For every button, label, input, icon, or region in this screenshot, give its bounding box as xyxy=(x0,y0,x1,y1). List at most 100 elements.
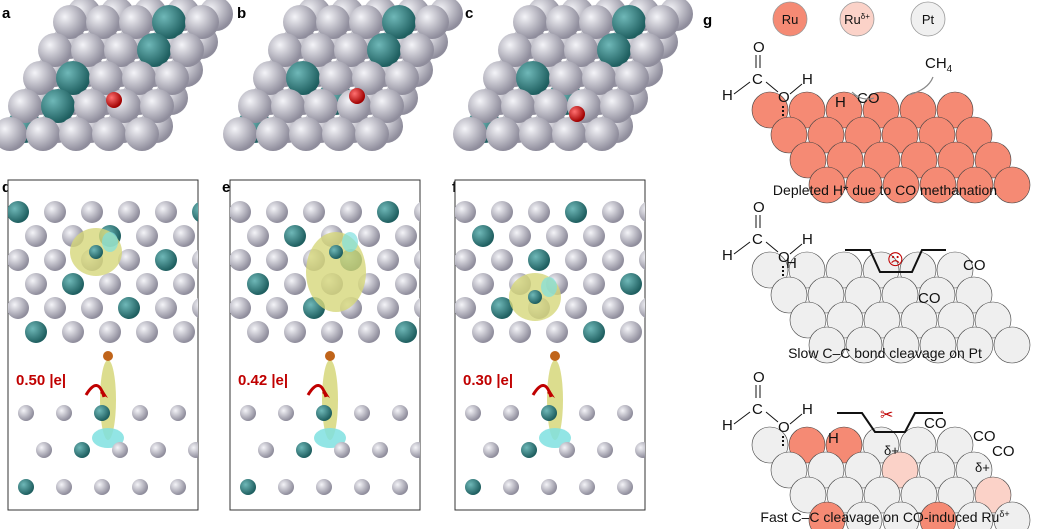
pt-atom xyxy=(534,89,568,123)
pt-atom xyxy=(410,442,420,458)
surface-atom xyxy=(881,116,919,154)
pt-atom xyxy=(483,61,517,95)
surface-atom xyxy=(881,451,919,489)
surface-atom xyxy=(826,301,864,339)
pt-atom xyxy=(23,61,57,95)
pt-atom xyxy=(289,117,323,151)
pt-atom xyxy=(283,5,317,39)
surface-atom xyxy=(826,141,864,179)
pt-atom xyxy=(340,201,362,223)
pt-atom xyxy=(223,117,257,151)
pt-atom xyxy=(268,33,302,67)
surface-atom xyxy=(863,141,901,179)
pt-atom xyxy=(0,117,27,151)
pt-atom xyxy=(71,33,105,67)
charge-isosurface-yellow xyxy=(306,232,366,312)
pt-atom xyxy=(392,405,408,421)
panel-label-g: g xyxy=(703,12,712,29)
pt-atom xyxy=(136,273,158,295)
pt-atom xyxy=(582,61,616,95)
surface-atom xyxy=(825,91,863,129)
pt-atom xyxy=(565,297,587,319)
adsorbate-atom xyxy=(325,351,335,361)
pt-atom xyxy=(400,33,434,67)
surface-atom xyxy=(900,301,938,339)
pt-atom xyxy=(321,321,343,343)
pt-atom xyxy=(585,117,619,151)
pt-atom xyxy=(118,201,140,223)
arrow-head xyxy=(100,390,108,398)
pt-atom xyxy=(170,479,186,495)
caption-sup: δ+ xyxy=(999,509,1009,519)
hydrogen-label: H xyxy=(722,247,733,264)
pt-atom xyxy=(192,298,198,318)
ru-atom xyxy=(41,89,75,123)
pt-atom xyxy=(414,298,420,318)
pt-atom xyxy=(86,5,120,39)
pt-atom xyxy=(25,225,47,247)
surface-atom xyxy=(882,501,920,529)
ru-atom xyxy=(528,290,542,304)
pt-atom xyxy=(472,321,494,343)
ru-atom xyxy=(94,405,110,421)
ru-atom xyxy=(247,273,269,295)
pt-atom xyxy=(503,405,519,421)
bond xyxy=(765,81,779,93)
carbon-label: C xyxy=(752,71,763,88)
surface-atom xyxy=(956,501,994,529)
pt-atom xyxy=(132,479,148,495)
hydrogen-label: H xyxy=(722,417,733,434)
surface-atom xyxy=(882,326,920,364)
pt-atom xyxy=(583,225,605,247)
ru-atom xyxy=(155,249,177,271)
pt-atom xyxy=(112,442,128,458)
pt-atom xyxy=(498,33,532,67)
oxygen-label: O xyxy=(778,419,790,436)
pt-atom xyxy=(414,202,420,222)
pt-atom xyxy=(354,479,370,495)
pt-atom xyxy=(62,321,84,343)
surface-atom xyxy=(808,166,846,204)
surface-atom xyxy=(955,276,993,314)
pt-atom xyxy=(136,321,158,343)
hydrogen-label: H xyxy=(835,94,846,111)
legend-swatch xyxy=(839,1,875,37)
pt-atom xyxy=(546,321,568,343)
pt-atom xyxy=(258,442,274,458)
ru-atom xyxy=(657,225,679,247)
ru-atom xyxy=(541,405,557,421)
hydrogen-label: H xyxy=(802,71,813,88)
panel-content xyxy=(230,201,420,495)
pt-atom xyxy=(617,405,633,421)
ru-atom xyxy=(612,5,646,39)
surface-atom xyxy=(751,91,789,129)
pt-atom xyxy=(266,249,288,271)
pt-atom xyxy=(334,33,368,67)
pt-atom xyxy=(615,61,649,95)
pt-atom xyxy=(528,201,550,223)
legend-swatch xyxy=(772,1,808,37)
pt-atom xyxy=(210,273,232,295)
pt-atom xyxy=(501,89,535,123)
sad-face-icon: ☹ xyxy=(887,252,904,269)
ru-atom xyxy=(367,33,401,67)
pt-atom xyxy=(303,201,325,223)
pt-atom xyxy=(8,89,42,123)
adsorbate-atom xyxy=(103,351,113,361)
panel-f-charge-density: 0.30 |e| xyxy=(454,179,679,511)
legend-sup: δ+ xyxy=(861,12,870,21)
charge-label: 0.50 |e| xyxy=(16,372,66,389)
pt-atom xyxy=(173,273,195,295)
bond xyxy=(789,413,803,425)
pt-atom xyxy=(125,117,159,151)
adsorbate-atom xyxy=(550,351,560,361)
pt-atom xyxy=(392,479,408,495)
pt-atom xyxy=(617,479,633,495)
pt-atom xyxy=(230,249,251,271)
surface-atom xyxy=(936,251,974,289)
surface-atom xyxy=(862,426,900,464)
ru-atom xyxy=(329,245,343,259)
co-label: CO xyxy=(963,257,986,274)
